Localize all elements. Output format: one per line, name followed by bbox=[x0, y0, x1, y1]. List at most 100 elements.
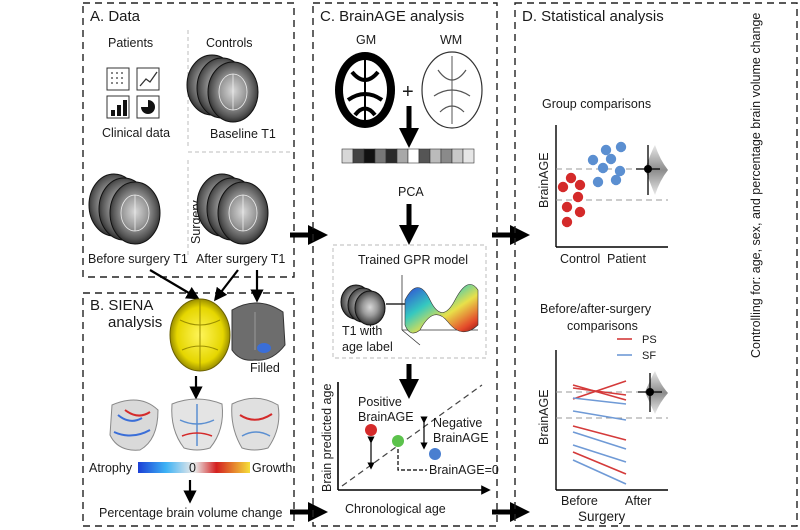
before-after-title-line2: comparisons bbox=[567, 319, 638, 333]
line-chart-icon bbox=[136, 67, 160, 91]
t1-with-label-line2: age label bbox=[342, 340, 393, 354]
brainage-schematic-plot bbox=[337, 382, 491, 495]
panel-a-title: A. Data bbox=[90, 8, 141, 25]
control-axis-label: Control bbox=[560, 252, 600, 266]
arrow-after-to-siena bbox=[213, 269, 239, 302]
filled-label: Filled bbox=[250, 361, 280, 375]
negative-brainage-line1: Negative bbox=[433, 416, 482, 430]
paired-subject-lines bbox=[572, 380, 627, 485]
negative-brainage-dot bbox=[429, 448, 441, 460]
zero-pointer bbox=[397, 449, 427, 471]
before-surgery-t1-stack bbox=[88, 173, 161, 245]
group-difference-distribution bbox=[645, 145, 668, 195]
pca-label: PCA bbox=[398, 185, 424, 199]
before-after-plot bbox=[555, 350, 668, 491]
patient-dots bbox=[587, 141, 627, 188]
patient-dot bbox=[597, 162, 609, 174]
gm-label: GM bbox=[356, 33, 376, 47]
before-surgery-label: Before surgery T1 bbox=[88, 252, 188, 266]
gpr-surface-plot bbox=[401, 275, 479, 346]
patient-dot bbox=[614, 165, 626, 177]
plus-sign: + bbox=[402, 81, 414, 103]
before-axis-label: Before bbox=[561, 494, 598, 508]
controlling-for-note: Controlling for: age, sex, and percentag… bbox=[749, 13, 763, 358]
clinical-data-icons bbox=[106, 67, 160, 119]
group-comparison-plot bbox=[555, 125, 668, 248]
positive-brainage-line2: BrainAGE bbox=[358, 410, 414, 424]
wm-label: WM bbox=[440, 33, 462, 47]
patient-dot bbox=[605, 153, 617, 165]
pbvc-label: Percentage brain volume change bbox=[99, 506, 283, 520]
patient-dot bbox=[587, 154, 599, 166]
surgery-axis-label: Surgery bbox=[578, 509, 626, 524]
group-comparisons-title: Group comparisons bbox=[542, 97, 651, 111]
arrow-before-to-siena bbox=[149, 269, 200, 300]
panel-d-frame bbox=[514, 2, 798, 527]
panel-a-data: A. Data Patients Controls Clinical data bbox=[82, 2, 295, 278]
colorbar-zero-label: 0 bbox=[189, 461, 196, 475]
feature-vector bbox=[341, 148, 475, 164]
ps-subject-line bbox=[572, 425, 627, 441]
sf-subject-line bbox=[572, 410, 627, 421]
baseline-t1-label: Baseline T1 bbox=[210, 127, 276, 141]
sf-subject-line bbox=[572, 397, 627, 405]
panel-c-frame bbox=[312, 2, 498, 527]
control-dot bbox=[561, 216, 573, 228]
panel-c-title: C. BrainAGE analysis bbox=[320, 8, 464, 25]
brainage-zero-label: BrainAGE=0 bbox=[429, 463, 499, 477]
sf-subject-line bbox=[572, 431, 627, 450]
control-dots bbox=[557, 172, 586, 228]
gm-segmentation bbox=[335, 52, 395, 128]
after-axis-label: After bbox=[625, 494, 651, 508]
scatter-icon bbox=[106, 67, 130, 91]
patient-dot bbox=[610, 174, 622, 186]
wm-segmentation bbox=[421, 51, 483, 129]
control-dot bbox=[565, 172, 577, 184]
negative-brainage-line2: BrainAGE bbox=[433, 431, 489, 445]
baseline-t1-stack bbox=[186, 54, 259, 123]
patient-dot bbox=[615, 141, 627, 153]
panel-b-title-line1: B. SIENA bbox=[90, 297, 153, 314]
t1-with-label-line1: T1 with bbox=[342, 324, 382, 338]
control-dot bbox=[572, 191, 584, 203]
patient-axis-label: Patient bbox=[607, 252, 646, 266]
control-dot bbox=[574, 179, 586, 191]
control-dot bbox=[557, 181, 569, 193]
panel-b-siena: B. SIENA analysis Filled bbox=[82, 269, 295, 527]
atrophy-growth-colorbar bbox=[138, 462, 250, 473]
sf-subject-line bbox=[572, 459, 627, 485]
ps-subject-line bbox=[572, 384, 627, 401]
sf-subject-line bbox=[572, 444, 627, 463]
panel-b-frame bbox=[82, 292, 295, 527]
filled-lesion-brain bbox=[231, 302, 286, 361]
zero-brainage-dot bbox=[392, 435, 404, 447]
growth-label: Growth bbox=[252, 461, 292, 475]
patients-label: Patients bbox=[108, 36, 153, 50]
atrophy-surface-maps bbox=[109, 397, 280, 451]
atrophy-label: Atrophy bbox=[89, 461, 133, 475]
control-dot bbox=[574, 206, 586, 218]
after-surgery-label: After surgery T1 bbox=[196, 252, 285, 266]
ps-subject-line bbox=[572, 380, 627, 400]
panel-a-frame bbox=[82, 2, 295, 278]
panel-b-title-line2: analysis bbox=[108, 314, 162, 331]
positive-brainage-line1: Positive bbox=[358, 395, 402, 409]
ps-subject-line bbox=[572, 387, 627, 396]
sf-legend-label: SF bbox=[642, 350, 656, 362]
t1-age-label-stack bbox=[340, 284, 386, 326]
chronological-age-label: Chronological age bbox=[345, 502, 446, 516]
patient-dot bbox=[592, 176, 604, 188]
after-surgery-t1-stack bbox=[196, 173, 269, 245]
group-difference-point bbox=[644, 165, 652, 173]
brain-predicted-age-label: Brain predicted age bbox=[320, 384, 334, 492]
controls-label: Controls bbox=[206, 36, 253, 50]
identity-line bbox=[341, 384, 483, 487]
gpr-model-label: Trained GPR model bbox=[358, 253, 468, 267]
patient-dot bbox=[600, 144, 612, 156]
positive-brainage-dot bbox=[365, 424, 377, 436]
control-dot bbox=[561, 201, 573, 213]
surgery-difference-point bbox=[646, 388, 654, 396]
ps-legend-label: PS bbox=[642, 334, 657, 346]
group-brainage-axis-label: BrainAGE bbox=[537, 152, 551, 208]
